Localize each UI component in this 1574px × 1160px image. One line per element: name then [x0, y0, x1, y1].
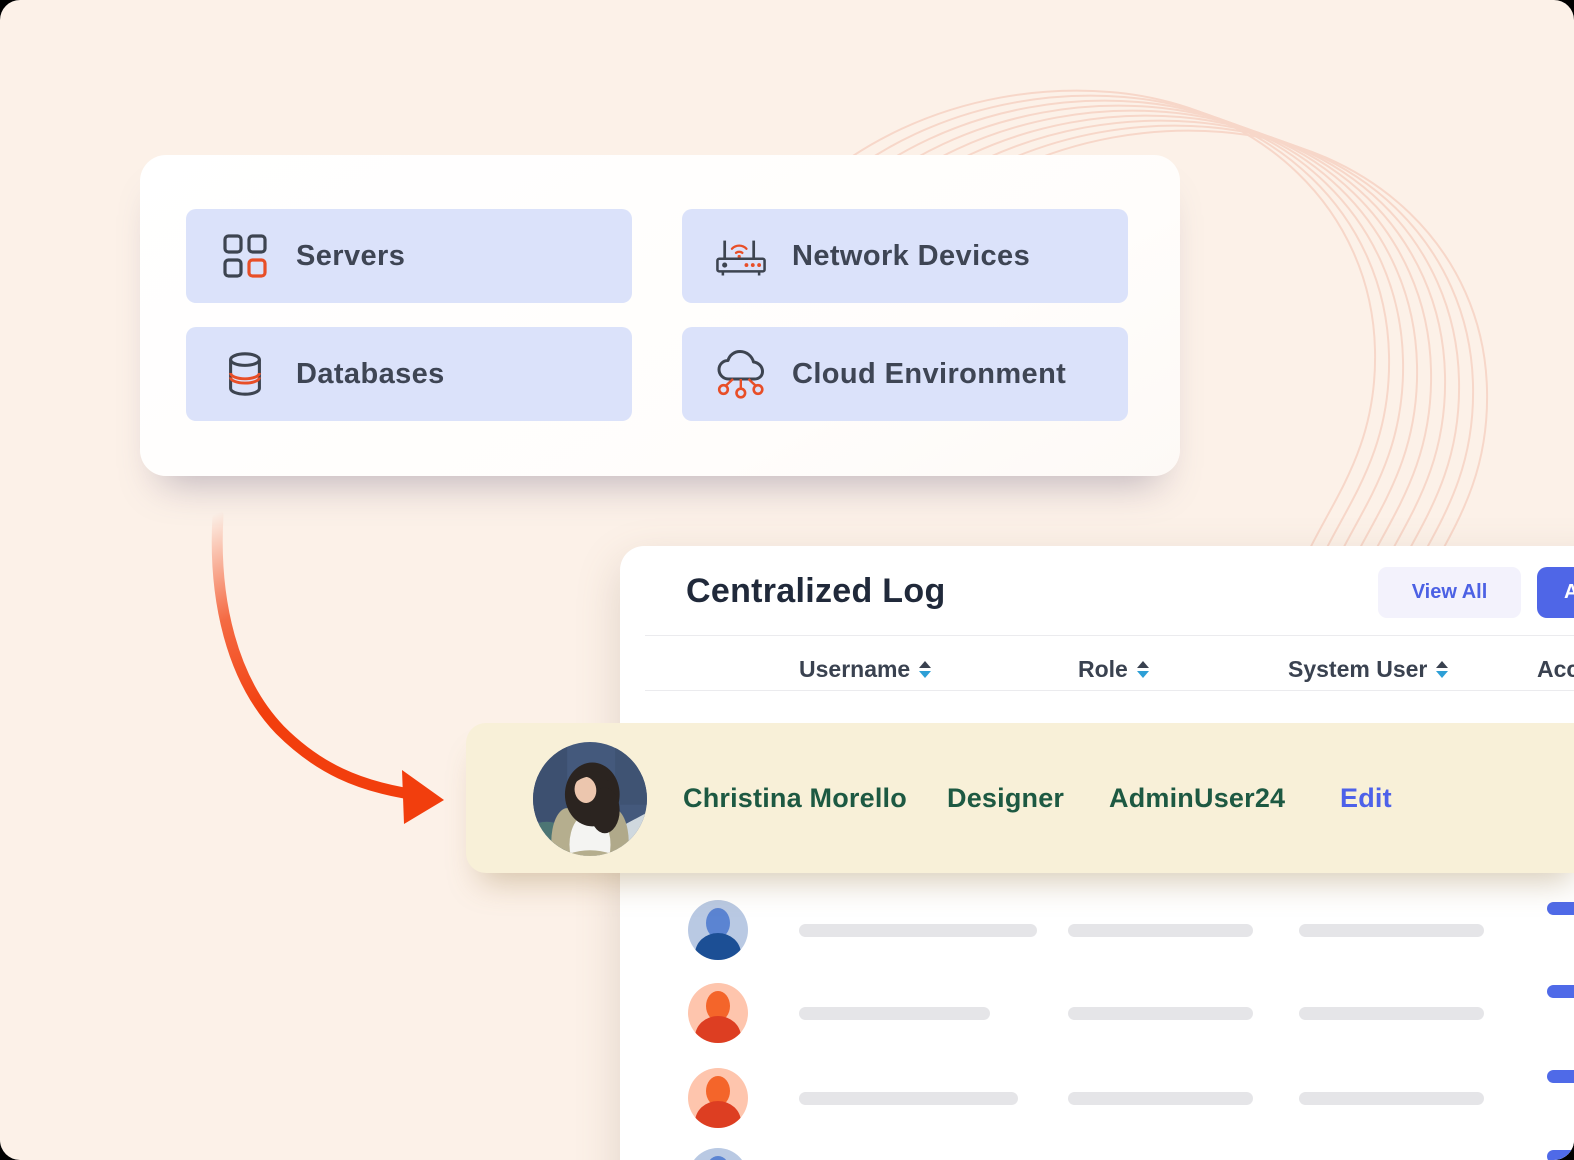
column-label: System User — [1288, 656, 1428, 682]
cloud-environment-label: Cloud Environment — [792, 357, 1067, 390]
column-header-system-user[interactable]: System User — [1288, 656, 1449, 683]
divider — [645, 635, 1574, 636]
databases-button[interactable]: Databases — [186, 327, 632, 421]
table-row — [620, 1068, 1574, 1130]
edit-link[interactable]: Edit — [1340, 783, 1392, 813]
placeholder-bar — [1299, 924, 1484, 937]
table-row — [620, 900, 1574, 962]
placeholder-action-pill — [1547, 902, 1574, 915]
user-photo-avatar — [533, 742, 647, 856]
avatar — [688, 983, 748, 1043]
placeholder-bar — [799, 1092, 1018, 1105]
network-devices-label: Network Devices — [792, 239, 1031, 272]
grid-squares-icon — [216, 231, 274, 281]
cloud-network-icon — [712, 348, 770, 400]
divider — [645, 690, 1574, 691]
placeholder-action-pill — [1547, 1070, 1574, 1083]
placeholder-bar — [1068, 1092, 1253, 1105]
sort-icon — [1436, 661, 1449, 678]
asset-categories-card: Servers Network Dev — [140, 155, 1180, 476]
avatar — [688, 900, 748, 960]
placeholder-bar — [1068, 1007, 1253, 1020]
table-row — [620, 983, 1574, 1045]
column-label: Role — [1078, 656, 1128, 682]
database-icon — [216, 349, 274, 399]
avatar — [688, 1068, 748, 1128]
placeholder-action-pill — [1547, 985, 1574, 998]
column-header-role[interactable]: Role — [1078, 656, 1149, 683]
router-icon — [712, 231, 770, 281]
column-header-access[interactable]: Acc — [1537, 656, 1574, 683]
cloud-environment-button[interactable]: Cloud Environment — [682, 327, 1128, 421]
row-system-user: AdminUser24 — [1109, 783, 1286, 813]
placeholder-bar — [799, 1007, 990, 1020]
sort-icon — [1136, 661, 1149, 678]
highlighted-user-row[interactable]: Christina Morello Designer AdminUser24 E… — [466, 723, 1574, 873]
placeholder-bar — [1068, 924, 1253, 937]
column-header-username[interactable]: Username — [799, 656, 932, 683]
avatar — [688, 1148, 748, 1160]
row-role: Designer — [947, 783, 1065, 813]
placeholder-action-pill — [1547, 1150, 1574, 1160]
servers-button[interactable]: Servers — [186, 209, 632, 303]
column-label: Acc — [1537, 656, 1574, 682]
databases-label: Databases — [296, 357, 445, 390]
page-title: Centralized Log — [686, 572, 946, 610]
table-row — [620, 1148, 1574, 1160]
servers-label: Servers — [296, 239, 406, 272]
column-label: Username — [799, 656, 911, 682]
add-button[interactable]: A — [1537, 567, 1574, 618]
placeholder-bar — [1299, 1007, 1484, 1020]
network-devices-button[interactable]: Network Devices — [682, 209, 1128, 303]
view-all-button[interactable]: View All — [1378, 567, 1521, 618]
placeholder-bar — [799, 924, 1037, 937]
placeholder-bar — [1299, 1092, 1484, 1105]
row-username: Christina Morello — [683, 783, 907, 813]
sort-icon — [919, 661, 932, 678]
